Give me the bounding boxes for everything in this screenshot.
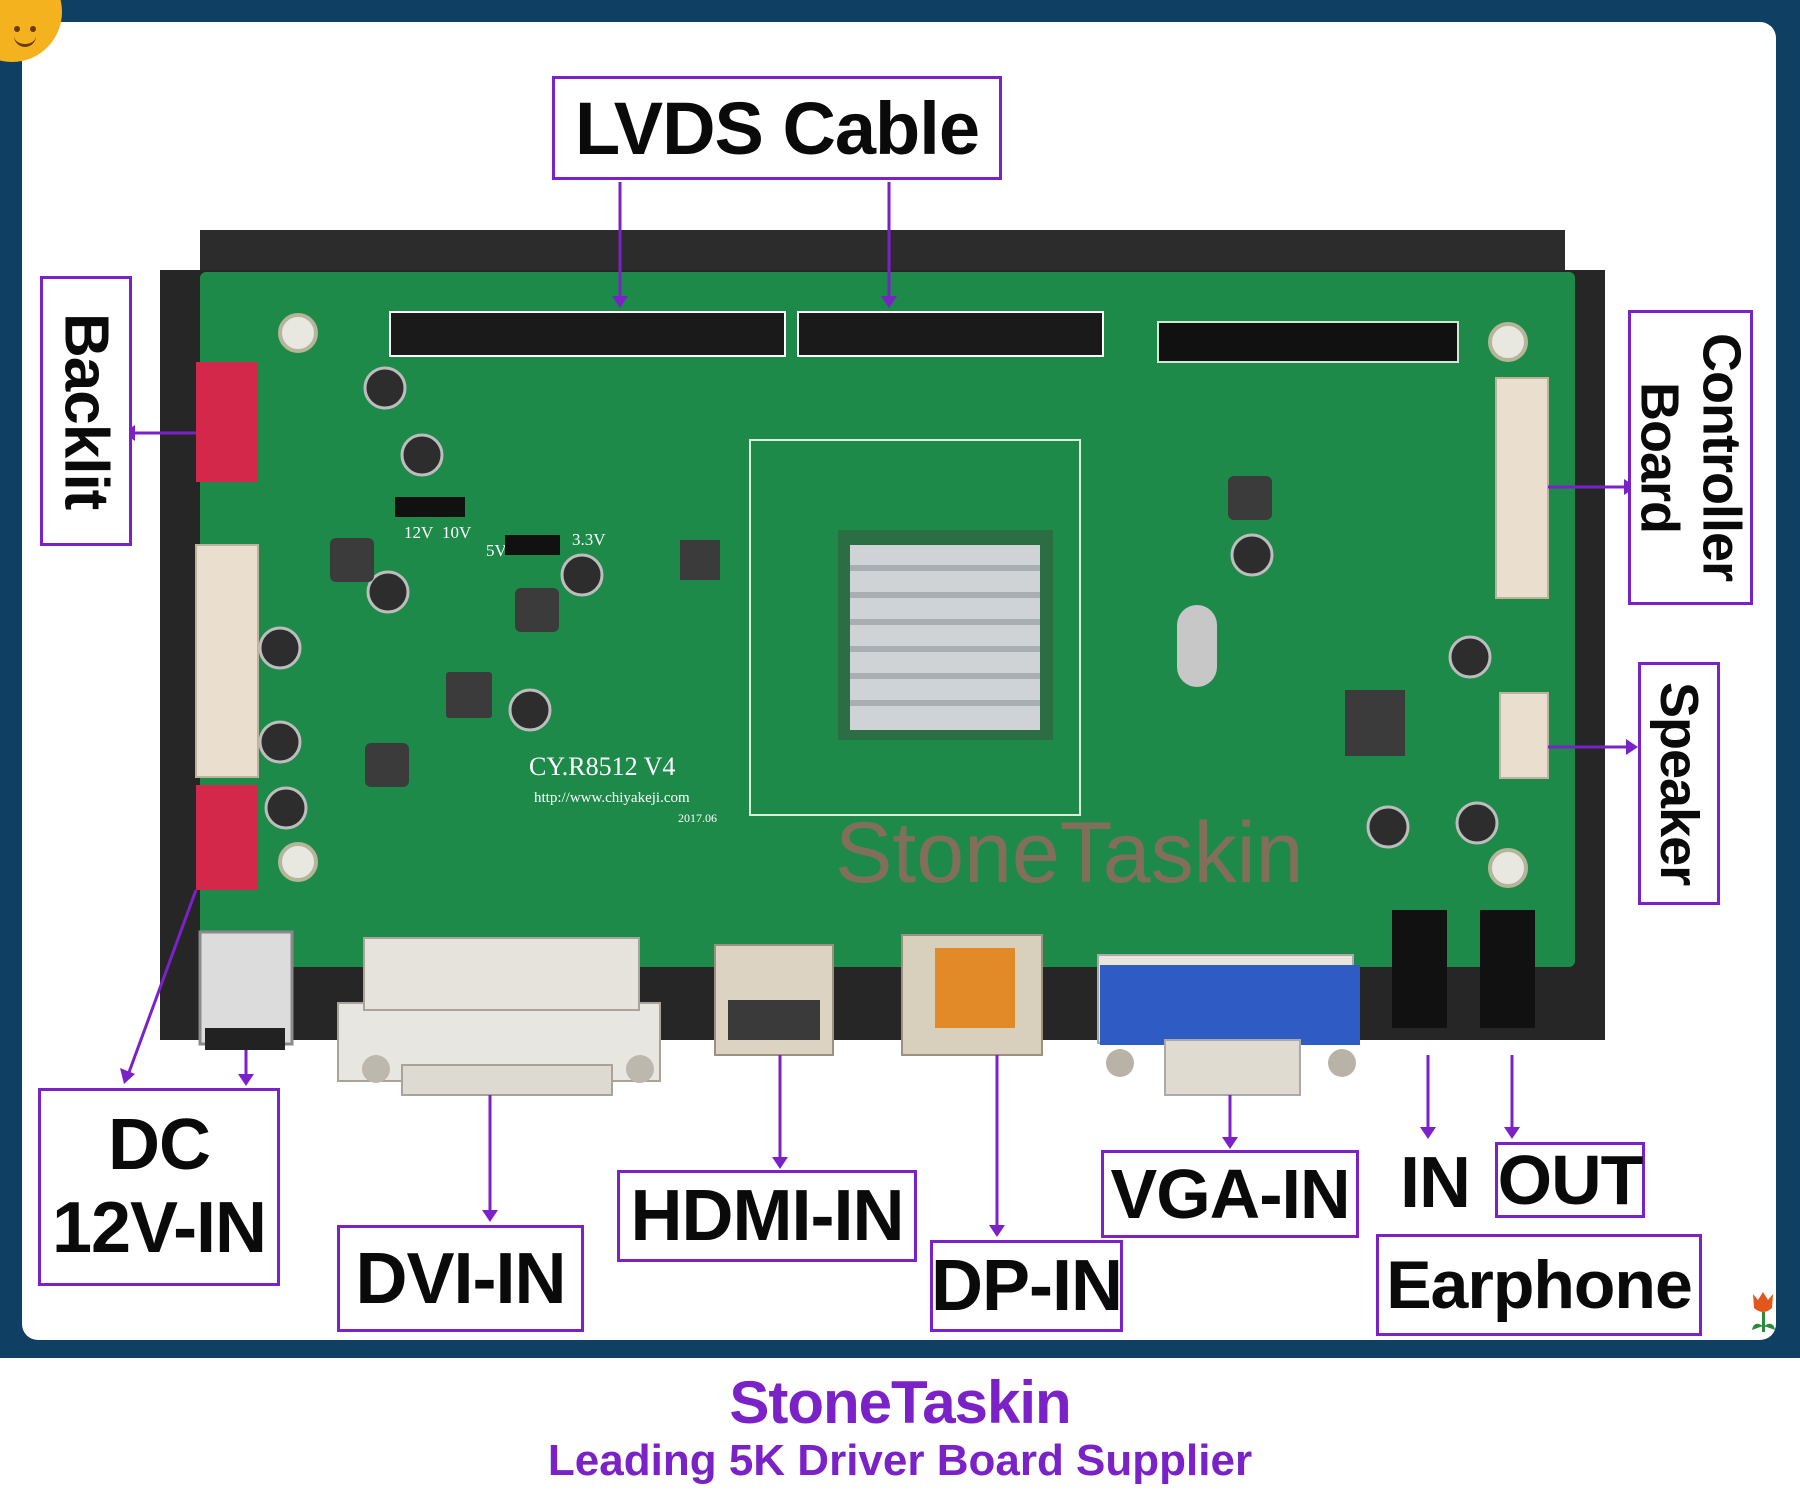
pin-header-3 [1157, 321, 1459, 363]
vga-port [1100, 965, 1360, 1045]
footer: StoneTaskin Leading 5K Driver Board Supp… [0, 1358, 1800, 1495]
heatsink [850, 545, 1040, 730]
mounting-hole [1488, 848, 1528, 888]
annotation-arrows [126, 182, 1628, 1228]
label-in: IN [1400, 1143, 1471, 1223]
jumper-12v: 12V [404, 523, 434, 542]
label-controller-line2: Board [1629, 381, 1690, 533]
speaker-connector [1499, 692, 1549, 779]
label-lvds-cable: LVDS Cable [552, 76, 1002, 180]
label-dc-line2: 12V-IN [51, 1188, 267, 1268]
board-date: 2017.06 [678, 811, 717, 825]
crystal [1177, 605, 1217, 687]
brand-tagline: Leading 5K Driver Board Supplier [547, 1436, 1253, 1485]
lvds-header-f [797, 311, 1104, 357]
dc-jack [198, 930, 294, 1046]
tulip-icon [1752, 1292, 1775, 1332]
label-dp-in: DP-IN [930, 1240, 1123, 1332]
watermark-text: StoneTaskin [835, 805, 1304, 901]
label-dvi-in: DVI-IN [337, 1225, 584, 1332]
label-out: OUT [1495, 1141, 1645, 1219]
mounting-hole [278, 842, 318, 882]
label-hdmi-in: HDMI-IN [617, 1170, 917, 1262]
mounting-hole [1488, 322, 1528, 362]
board-url: http://www.chiyakeji.com [534, 790, 690, 806]
brand-name: StoneTaskin [729, 1369, 1071, 1436]
keypad-connector [195, 544, 259, 778]
label-vga-in: VGA-IN [1101, 1150, 1359, 1238]
backlight-connector [196, 362, 258, 482]
jumper-10v: 10V [442, 523, 472, 542]
audio-in-jack [1392, 910, 1447, 1028]
audio-out-jack [1480, 910, 1535, 1028]
controller-connector [1495, 377, 1549, 599]
label-controller-board: Controller Board [1628, 310, 1753, 605]
label-speaker: Speaker [1638, 662, 1720, 905]
power-connector [196, 785, 258, 890]
lvds-header-h [389, 311, 786, 357]
jumper-33v: 3.3V [572, 530, 606, 549]
jumper-5v: 5V [486, 541, 508, 560]
mounting-hole [278, 313, 318, 353]
label-dc-12v-in: DC 12V-IN [38, 1088, 280, 1286]
board-model: CY.R8512 V4 [529, 752, 675, 781]
label-backlit: Backlit [40, 276, 132, 546]
driver-board-illustration: CY.R8512 V4 http://www.chiyakeji.com 201… [120, 182, 1638, 1237]
product-photo: CY.R8512 V4 http://www.chiyakeji.com 201… [120, 182, 1638, 1237]
label-dc-line1: DC [108, 1105, 211, 1186]
label-earphone: Earphone [1376, 1234, 1702, 1336]
label-controller-line1: Controller [1691, 333, 1752, 582]
